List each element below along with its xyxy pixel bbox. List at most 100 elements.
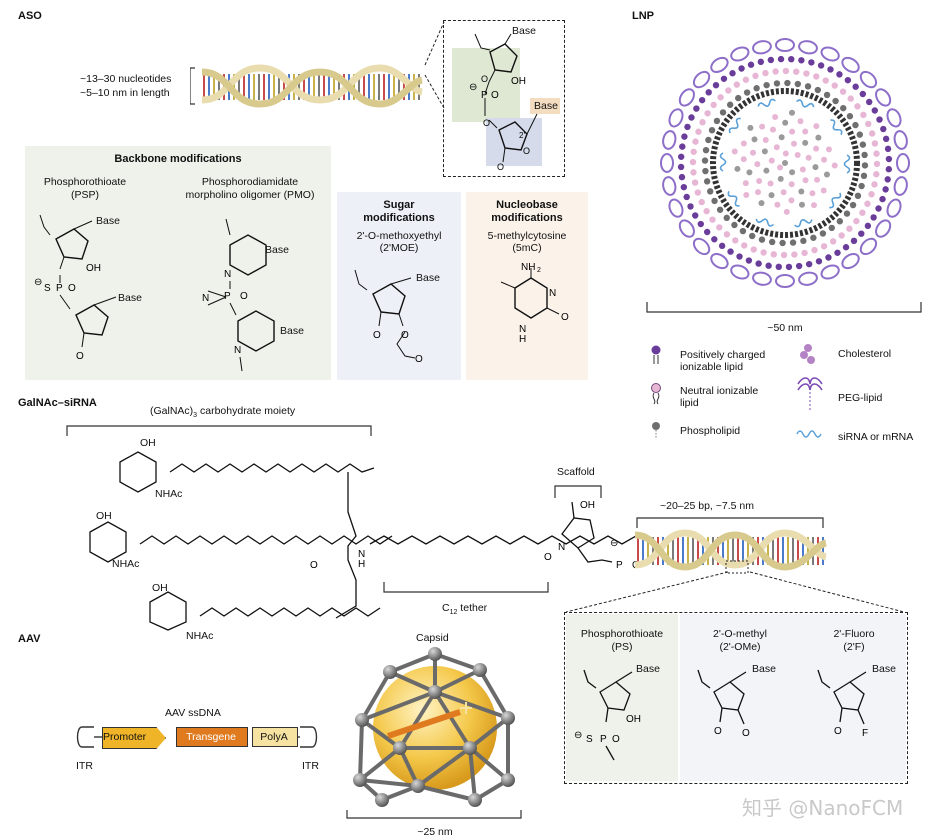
svg-text:NH: NH bbox=[521, 262, 535, 273]
pmo-line2: morpholino oligomer (PMO) bbox=[185, 189, 315, 201]
pmo-base-2: Base bbox=[280, 325, 304, 337]
lnp-legend-4: Cholesterol bbox=[838, 348, 892, 360]
svg-text:O: O bbox=[76, 351, 84, 362]
transgene-label: Transgene bbox=[186, 731, 236, 743]
tether-label: C12 tether bbox=[442, 602, 488, 617]
svg-text:P: P bbox=[481, 90, 488, 101]
mc-line2: (5mC) bbox=[512, 242, 542, 254]
galnac-nhac-1: NHAc bbox=[155, 488, 183, 500]
sirna-mod-box bbox=[564, 612, 908, 784]
sugar-title-2: modifications bbox=[363, 212, 435, 224]
svg-text:H: H bbox=[519, 334, 526, 342]
nucleobase-box bbox=[466, 192, 588, 380]
svg-text:O: O bbox=[544, 552, 552, 563]
aav-size: ~25 nm bbox=[417, 826, 453, 838]
svg-text:OH: OH bbox=[626, 714, 641, 725]
ps-line1: Phosphorothioate bbox=[580, 628, 664, 640]
lnp-legend-1a: Positively charged bbox=[680, 349, 766, 361]
aso-inset-base-top: Base bbox=[512, 25, 536, 37]
lnp-legend-3: Phospholipid bbox=[680, 425, 741, 437]
svg-text:O: O bbox=[481, 74, 488, 84]
aso-base-highlight bbox=[530, 98, 560, 114]
lnp-legend-6: siRNA or mRNA bbox=[838, 431, 914, 443]
svg-text:O: O bbox=[483, 118, 490, 128]
aso-inset-base-bottom: Base bbox=[534, 100, 558, 112]
transgene-box bbox=[176, 727, 248, 747]
svg-text:P: P bbox=[616, 560, 623, 571]
ps-panel bbox=[566, 614, 678, 781]
svg-text:⊖: ⊖ bbox=[574, 730, 582, 741]
lnp-legend-2b: lipid bbox=[680, 397, 699, 409]
svg-text:O: O bbox=[497, 162, 504, 172]
svg-text:OH: OH bbox=[86, 263, 101, 274]
svg-text:O: O bbox=[310, 560, 318, 571]
ps-line2: (PS) bbox=[611, 641, 633, 653]
aso-inset-connector bbox=[424, 21, 445, 109]
svg-text:P: P bbox=[600, 734, 607, 745]
aso-inset-box bbox=[443, 20, 565, 177]
svg-text:S: S bbox=[586, 734, 593, 745]
aav-ssdna: AAV ssDNA bbox=[165, 707, 221, 719]
svg-text:O: O bbox=[612, 734, 620, 745]
svg-text:O: O bbox=[523, 146, 530, 156]
svg-text:P: P bbox=[224, 291, 231, 302]
svg-text:O: O bbox=[491, 90, 499, 101]
svg-text:N: N bbox=[549, 288, 556, 299]
itr-right: ITR bbox=[302, 760, 319, 772]
tether-bracket bbox=[383, 582, 549, 593]
pmo-base-1: Base bbox=[265, 244, 289, 256]
lnp-legend-peg-rna bbox=[796, 377, 823, 438]
aav-title: AAV bbox=[18, 633, 41, 645]
lnp-size-bracket bbox=[646, 302, 922, 313]
lnp-size: ~50 nm bbox=[767, 322, 803, 334]
f-line2: (2'F) bbox=[843, 641, 865, 653]
svg-text:S: S bbox=[44, 283, 51, 294]
polya-label: PolyA bbox=[260, 731, 288, 743]
aso-inset-structure: OH P O ⊖ O O O 2' O bbox=[469, 33, 538, 172]
psp-line1: Phosphorothioate bbox=[43, 176, 127, 188]
moe-base: Base bbox=[416, 272, 440, 284]
svg-text:OH: OH bbox=[511, 76, 526, 87]
ps-base: Base bbox=[636, 663, 660, 675]
galnac-nhac-3: NHAc bbox=[186, 630, 214, 642]
aso-phosphate-highlight bbox=[452, 48, 520, 122]
svg-text:⊖: ⊖ bbox=[610, 538, 618, 549]
svg-text:O: O bbox=[240, 291, 248, 302]
aso-length-line2: ~5–10 nm in length bbox=[80, 87, 170, 99]
lnp-legend-2a: Neutral ionizable bbox=[680, 385, 759, 397]
svg-text:F: F bbox=[862, 728, 868, 739]
sirna-duplex bbox=[634, 529, 828, 574]
svg-text:2: 2 bbox=[537, 267, 541, 274]
backbone-box bbox=[25, 146, 331, 380]
sugar-title-1: Sugar bbox=[383, 199, 415, 211]
ome-line1: 2'-O-methyl bbox=[713, 628, 767, 640]
svg-text:N: N bbox=[358, 549, 365, 560]
svg-text:N: N bbox=[224, 269, 231, 280]
sugar-box bbox=[337, 192, 461, 380]
capsid-label: Capsid bbox=[416, 632, 449, 644]
svg-text:O: O bbox=[373, 330, 381, 341]
svg-text:O: O bbox=[68, 283, 76, 294]
svg-text:O: O bbox=[714, 726, 722, 737]
svg-text:O: O bbox=[561, 312, 569, 323]
nucleobase-title-1: Nucleobase bbox=[496, 199, 558, 211]
galnac-moiety-bracket bbox=[66, 425, 372, 436]
scaffold-label: Scaffold bbox=[557, 466, 595, 478]
galnac-oh-3: OH bbox=[152, 582, 168, 594]
galnac-oh-2: OH bbox=[96, 510, 112, 522]
lnp-legend-1b: ionizable lipid bbox=[680, 361, 744, 373]
svg-text:O: O bbox=[742, 728, 750, 739]
svg-text:O: O bbox=[415, 354, 423, 365]
lnp-legend-icons bbox=[651, 344, 815, 438]
svg-text:O: O bbox=[834, 726, 842, 737]
aso-length-line1: ~13–30 nucleotides bbox=[80, 73, 172, 85]
ome-base: Base bbox=[752, 663, 776, 675]
galnac-moiety: (GalNAc)3 carbohydrate moiety bbox=[150, 405, 296, 420]
pmo-line1: Phosphorodiamidate bbox=[201, 176, 299, 188]
f-base: Base bbox=[872, 663, 896, 675]
sirna-mod-connector bbox=[565, 571, 905, 613]
lnp-particle bbox=[657, 35, 913, 291]
